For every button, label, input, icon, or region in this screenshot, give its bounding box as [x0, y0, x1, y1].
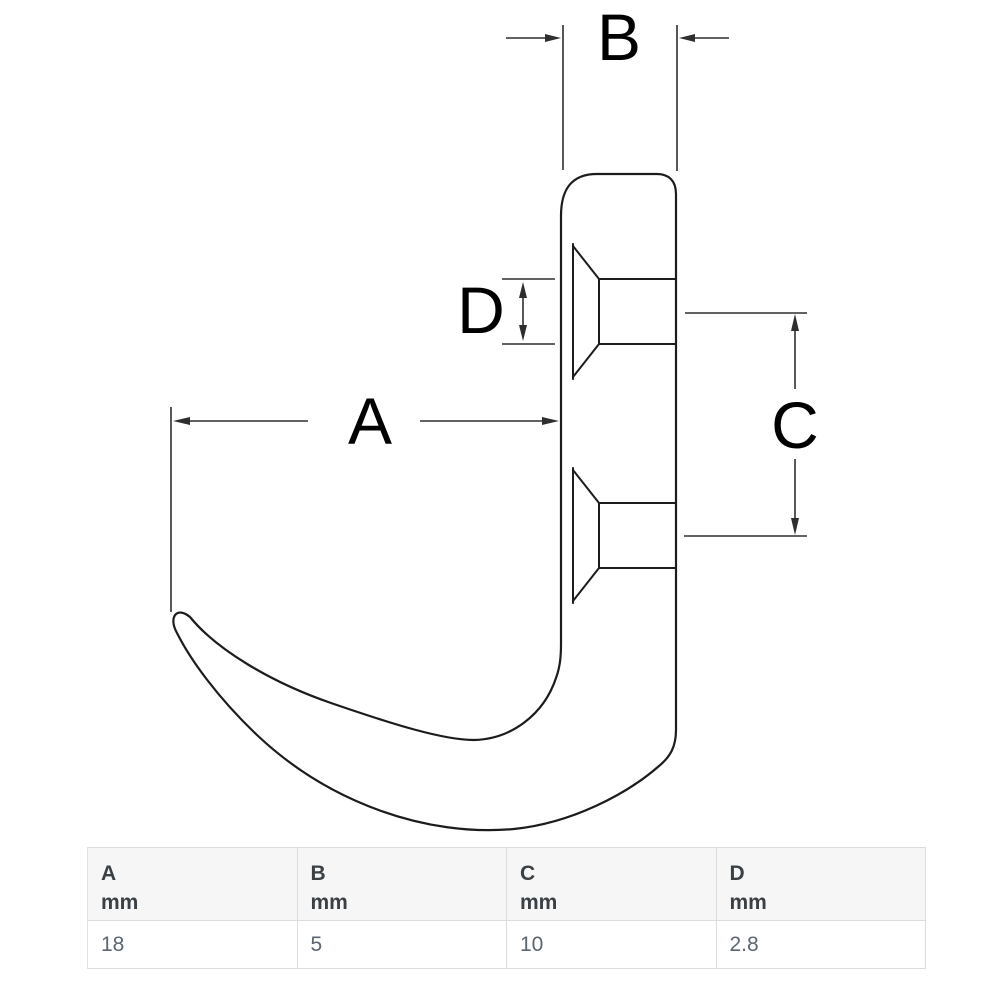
- spec-value-c: 10: [507, 921, 717, 968]
- spec-value-a: 18: [88, 921, 298, 968]
- spec-header-c-unit: mm: [520, 891, 558, 914]
- spec-value-b: 5: [297, 921, 507, 968]
- spec-header-c-dim: C: [520, 862, 536, 885]
- dim-label-d: D: [457, 273, 505, 347]
- spec-header-c: C mm: [507, 848, 717, 921]
- screw-hole-bottom: [572, 467, 676, 604]
- dim-b-arrowhead-left: [545, 34, 561, 42]
- dimension-b: B: [506, 0, 729, 171]
- dim-label-c: C: [771, 388, 819, 462]
- dim-b-arrowhead-right: [679, 34, 695, 42]
- dim-c-arrowhead-bottom: [791, 518, 799, 535]
- spec-header-b-unit: mm: [310, 891, 348, 914]
- dimension-d: D: [457, 273, 555, 347]
- dimension-a: A: [170, 384, 559, 612]
- dim-a-arrowhead-left: [173, 417, 190, 425]
- spec-value-d: 2.8: [716, 921, 926, 968]
- dim-label-a: A: [348, 384, 392, 458]
- spec-table: A mm B mm C mm D mm 18 5 10 2.8: [87, 847, 926, 969]
- dim-d-arrowhead-bottom: [519, 325, 527, 341]
- spec-header-d: D mm: [716, 848, 926, 921]
- screw-hole-top: [572, 243, 676, 380]
- dim-c-arrowhead-top: [791, 314, 799, 331]
- spec-header-b: B mm: [297, 848, 507, 921]
- spec-header-a: A mm: [88, 848, 298, 921]
- spec-header-a-unit: mm: [101, 891, 139, 914]
- spec-header-d-dim: D: [729, 862, 745, 885]
- dim-a-arrowhead-right: [542, 417, 559, 425]
- spec-header-b-dim: B: [310, 862, 326, 885]
- dim-label-b: B: [597, 0, 641, 74]
- hook-outline: [172, 172, 678, 832]
- dimension-c: C: [684, 312, 819, 537]
- spec-header-d-unit: mm: [729, 891, 767, 914]
- spec-header-a-dim: A: [101, 862, 117, 885]
- hook-technical-drawing: B A D C: [170, 0, 819, 832]
- dim-d-arrowhead-top: [519, 282, 527, 298]
